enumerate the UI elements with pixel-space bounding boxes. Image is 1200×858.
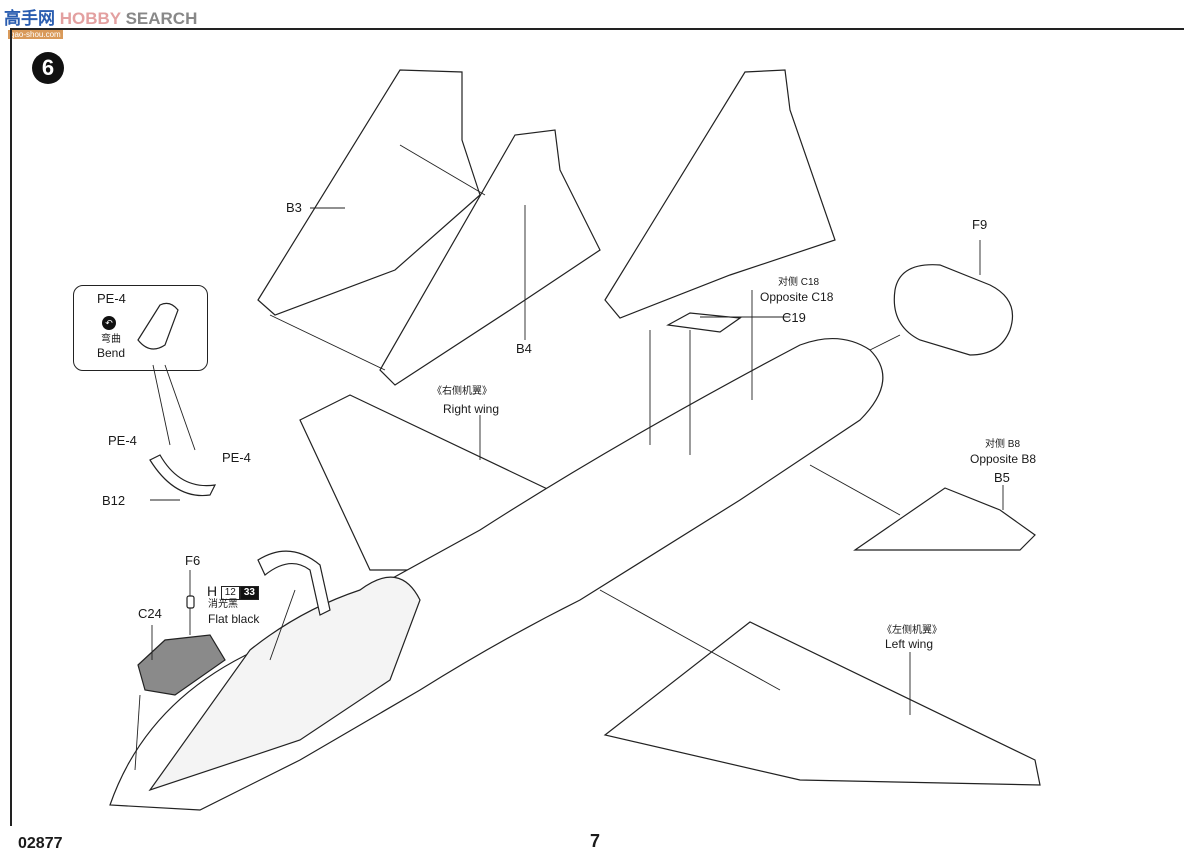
part-f9 [893, 264, 1014, 356]
paint-chip-33: 33 [239, 585, 259, 600]
label-paint-en: Flat black [208, 612, 260, 626]
page-number: 7 [590, 831, 601, 851]
label-pe4-left: PE-4 [108, 433, 137, 448]
label-opp-c18-en: Opposite C18 [760, 290, 834, 304]
label-left-wing-en: Left wing [885, 637, 934, 651]
left-wing [603, 621, 1041, 786]
label-bend-en: Bend [97, 346, 126, 360]
label-b5: B5 [994, 470, 1010, 485]
watermark: 高手网 HOBBY SEARCH [4, 4, 197, 29]
paint-chip-12: 12 [220, 585, 240, 600]
kit-number: 02877 [18, 835, 63, 852]
label-b4: B4 [516, 341, 532, 356]
watermark-cn: 高手网 [4, 9, 55, 28]
label-c19: C19 [782, 310, 806, 325]
bend-arrow-icon: ↶ [102, 316, 116, 330]
label-right-wing-cn: 《右侧机翼》 [432, 386, 492, 397]
cockpit [148, 576, 421, 792]
fin-b4 [379, 129, 601, 386]
part-f6 [186, 595, 195, 609]
bend-callout [73, 285, 208, 371]
part-c24 [137, 634, 226, 696]
part-pe4 [137, 302, 179, 350]
part-c19 [666, 312, 742, 333]
watermark-search: SEARCH [125, 9, 198, 28]
label-f9: F9 [972, 217, 988, 232]
label-b3: B3 [286, 200, 302, 215]
step-number-badge: 6 [32, 52, 64, 84]
watermark-brand: HOBBY [59, 9, 121, 28]
part-b12 [149, 454, 217, 497]
label-opp-b8-en: Opposite B8 [970, 452, 1037, 466]
page-frame [10, 28, 1184, 826]
fin-b3 [257, 69, 481, 316]
canopy-frame [257, 550, 331, 616]
part-b5 [853, 487, 1036, 551]
paint-letter: H [207, 583, 218, 599]
watermark-url: gao-shou.com [8, 30, 63, 39]
label-paint-cn: 消光黑 [208, 599, 238, 610]
fin-opposite [604, 69, 836, 319]
label-pe4-callout: PE-4 [97, 291, 126, 306]
label-f6: F6 [185, 553, 201, 568]
label-left-wing-cn: 《左侧机翼》 [882, 625, 942, 636]
label-c24: C24 [138, 606, 162, 621]
label-opp-b8-cn: 对侧 B8 [985, 439, 1021, 450]
label-pe4-right: PE-4 [222, 450, 251, 465]
label-opp-c18-cn: 对侧 C18 [778, 277, 820, 288]
label-bend-cn: 弯曲 [101, 334, 121, 345]
label-b12: B12 [102, 493, 126, 508]
label-right-wing-en: Right wing [443, 402, 500, 416]
